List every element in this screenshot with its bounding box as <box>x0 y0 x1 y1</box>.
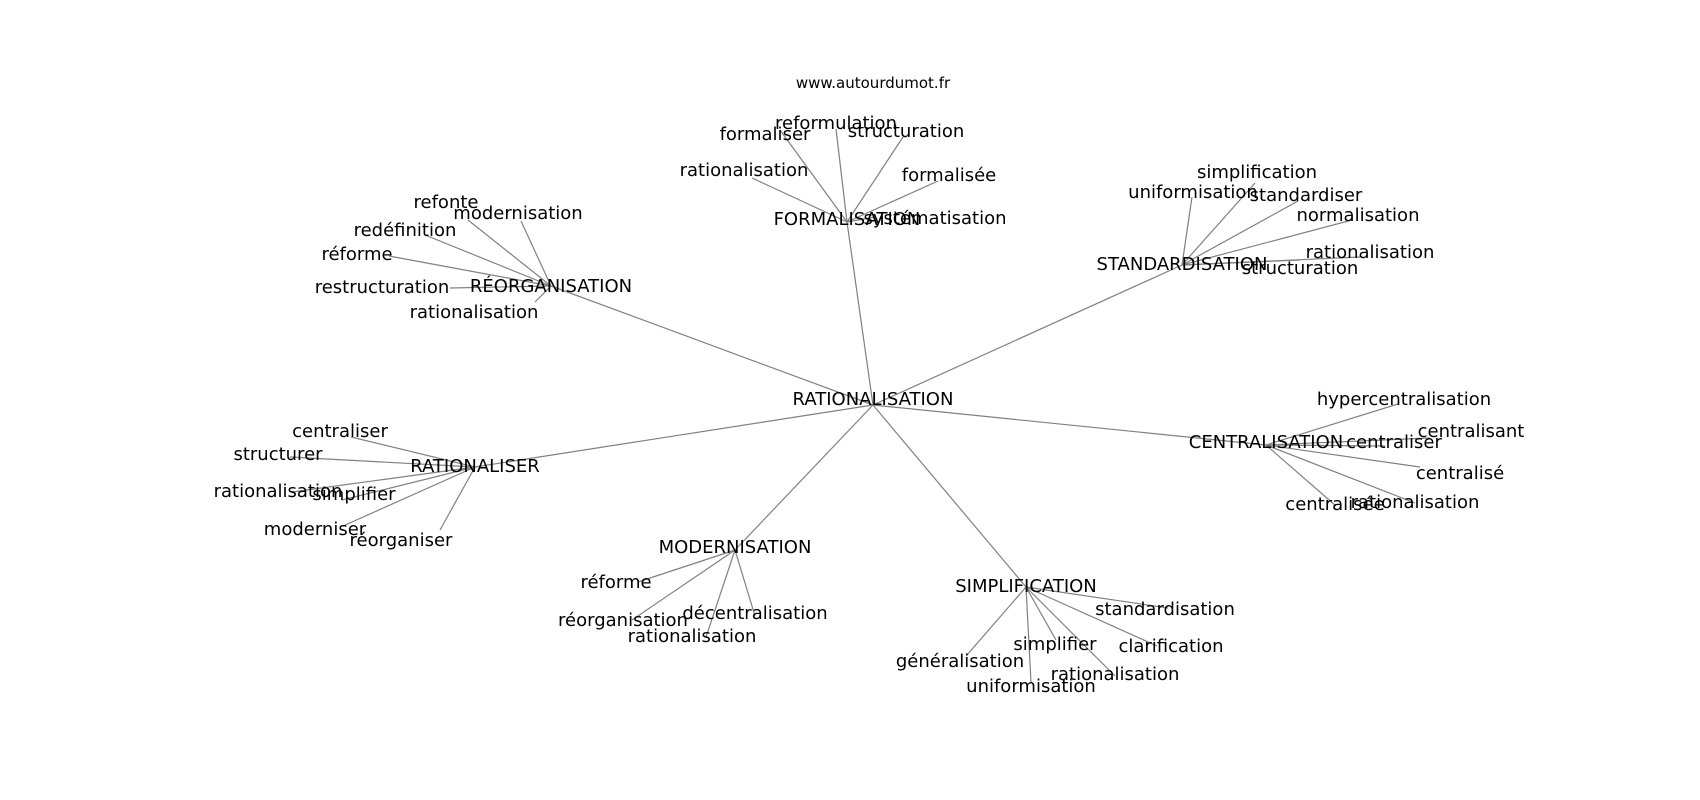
leaf-word: simplification <box>1197 162 1317 183</box>
edge-line <box>424 234 552 287</box>
edge-line <box>631 549 736 621</box>
cluster-label-centralisation: CENTRALISATION <box>1189 432 1343 453</box>
center-node-label: RATIONALISATION <box>793 389 954 410</box>
edge-line <box>341 466 476 501</box>
edge-line <box>1181 200 1299 266</box>
leaf-word: restructuration <box>315 277 450 298</box>
leaf-word: rationalisation <box>1351 492 1480 513</box>
edge-line <box>439 466 476 531</box>
leaf-word: réorganiser <box>350 530 453 551</box>
edge-line <box>1265 444 1337 507</box>
edge-line <box>289 456 476 468</box>
leaf-word: reformulation <box>775 113 897 134</box>
leaf-word: uniformisation <box>1128 182 1258 203</box>
leaf-word: réforme <box>321 244 392 265</box>
edge-line <box>872 404 1027 588</box>
edge-line <box>388 255 552 287</box>
edge-line <box>1265 444 1386 447</box>
edge-line <box>1181 219 1353 266</box>
edge-line <box>1181 182 1256 266</box>
edge-line <box>751 177 848 223</box>
edge-line <box>350 436 476 468</box>
edge-line <box>705 549 736 638</box>
leaf-word: hypercentralisation <box>1317 389 1491 410</box>
edge-line <box>779 129 848 223</box>
edge-line <box>474 404 874 468</box>
edge-line <box>449 285 552 289</box>
leaf-word: standardiser <box>1250 185 1363 206</box>
edge-line <box>872 264 1183 406</box>
edge-line <box>1265 403 1399 446</box>
leaf-word: formaliser <box>720 124 811 145</box>
cluster-label-formalisation: FORMALISATION <box>774 209 921 230</box>
leaf-word: structuration <box>848 121 965 142</box>
leaf-word: uniformisation <box>966 676 1096 697</box>
leaf-word: structurer <box>233 444 323 465</box>
edge-line <box>1025 586 1032 683</box>
leaf-word: rationalisation <box>1051 664 1180 685</box>
edge-line <box>846 136 904 223</box>
leaf-word: généralisation <box>896 651 1024 672</box>
edges-layer <box>289 128 1431 683</box>
leaf-word: centralisé <box>1416 463 1504 484</box>
leaf-word: rationalisation <box>680 160 809 181</box>
leaf-word: centraliser <box>1346 432 1442 453</box>
leaf-word: centralisant <box>1418 421 1525 442</box>
leaf-word: rationalisation <box>214 481 343 502</box>
leaf-word: rationalisation <box>410 302 539 323</box>
edge-line <box>637 549 736 583</box>
cluster-label-reorganisation: RÉORGANISATION <box>470 275 632 297</box>
cluster-label-rationaliser: RATIONALISER <box>410 456 540 477</box>
leaf-word: rationalisation <box>1306 242 1435 263</box>
leaf-word: centralisée <box>1285 494 1384 515</box>
leaf-word: centraliser <box>292 421 388 442</box>
edge-line <box>291 466 476 493</box>
edge-line <box>1265 437 1431 446</box>
edge-line <box>846 216 876 223</box>
edge-line <box>1181 259 1301 266</box>
edge-line <box>846 180 939 223</box>
leaf-word: structuration <box>1242 258 1359 279</box>
edge-line <box>835 128 848 223</box>
leaf-word: rationalisation <box>628 626 757 647</box>
leaf-word: réorganisation <box>558 610 688 631</box>
leaf-word: simplifier <box>1013 634 1097 655</box>
leaf-word: formalisée <box>902 165 997 186</box>
edge-line <box>734 404 874 551</box>
edge-line <box>1025 586 1116 677</box>
leaf-word: clarification <box>1118 636 1223 657</box>
leaf-word: réforme <box>580 572 651 593</box>
leaf-word: modernisation <box>453 203 582 224</box>
edge-line <box>1025 586 1158 647</box>
edge-line <box>550 285 874 406</box>
leaf-word: moderniser <box>264 519 367 540</box>
edge-line <box>872 404 1267 446</box>
edge-line <box>1265 444 1416 504</box>
leaf-word: décentralisation <box>682 603 827 624</box>
leaf-word: simplifier <box>312 484 396 505</box>
cluster-label-standardisation: STANDARDISATION <box>1097 254 1268 275</box>
edge-line <box>1265 444 1421 468</box>
leaf-word: systématisation <box>863 208 1006 229</box>
edge-line <box>734 549 756 617</box>
leaf-word: refonte <box>414 192 479 213</box>
edge-line <box>520 220 552 287</box>
watermark-text: www.autourdumot.fr <box>796 74 951 92</box>
edge-line <box>966 586 1027 656</box>
edge-line <box>1025 586 1057 641</box>
leaf-word: redéfinition <box>354 220 457 241</box>
leaf-word: standardisation <box>1095 599 1235 620</box>
edge-line <box>467 219 552 287</box>
cluster-label-modernisation: MODERNISATION <box>659 537 812 558</box>
edge-line <box>534 285 552 303</box>
edge-line <box>342 466 476 527</box>
edge-line <box>1025 586 1169 609</box>
edge-line <box>1181 196 1193 266</box>
edge-line <box>846 221 874 406</box>
cluster-label-simplification: SIMPLIFICATION <box>955 576 1097 597</box>
leaf-word: normalisation <box>1297 205 1420 226</box>
